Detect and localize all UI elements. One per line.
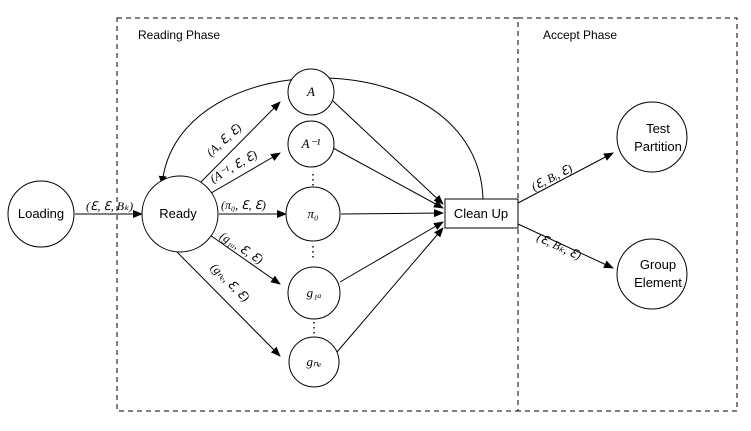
node-g1a-label: g₁ₐ xyxy=(307,285,322,300)
edge-ready-a xyxy=(197,101,281,186)
edge-a-cleanup xyxy=(332,100,444,205)
node-loading xyxy=(7,180,75,248)
node-ready xyxy=(141,175,219,253)
edge-cleanup-test-partition xyxy=(517,152,614,204)
node-g1a xyxy=(287,266,341,320)
edge-pi0-cleanup xyxy=(340,209,444,218)
node-a xyxy=(287,68,335,116)
edge-ready-g1a xyxy=(206,232,281,285)
node-test-partition xyxy=(616,101,688,173)
node-a-inverse-label: A⁻¹ xyxy=(301,136,321,151)
node-loading-label: Loading xyxy=(18,206,64,221)
node-a-inverse xyxy=(287,120,335,168)
node-a-label: A xyxy=(306,84,315,99)
node-gne xyxy=(288,336,340,388)
edge-gne-cleanup xyxy=(336,227,444,353)
node-clean-up-label: Clean Up xyxy=(454,206,508,221)
edge-g1a-cleanup xyxy=(339,221,444,283)
node-test-partition-label-line1: Test xyxy=(646,121,670,136)
edge-label-ready-pi0: (π₀, ℇ, ℇ) xyxy=(221,198,266,212)
accept-phase-label: Accept Phase xyxy=(543,28,617,42)
node-group-element-label-line2: Element xyxy=(634,275,682,290)
edge-a-inverse-cleanup xyxy=(332,147,444,209)
node-group-element-label-line1: Group xyxy=(640,257,676,272)
edge-label-ready-g1a: (g₁ₐ, ℇ, ℇ) xyxy=(217,229,265,267)
ellipsis-3: ⋮ xyxy=(307,321,321,336)
node-gne-label: gₙₑ xyxy=(306,354,321,369)
accept-phase-box xyxy=(517,17,738,412)
node-group-element xyxy=(616,238,688,310)
ellipsis-1: ⋮ xyxy=(306,173,320,188)
edge-label-cleanup-test-partition: (ℇ, Bᵢ, ℇ) xyxy=(529,161,575,193)
reading-phase-label: Reading Phase xyxy=(138,28,220,42)
node-ready-label: Ready xyxy=(159,206,197,221)
node-clean-up xyxy=(444,198,519,229)
node-pi0 xyxy=(285,186,341,242)
ellipsis-2: ⋮ xyxy=(306,245,320,260)
edge-ready-gne xyxy=(175,250,281,357)
edge-label-cleanup-group-element: (ℇ, Bₖ, ℇ) xyxy=(535,230,584,263)
edge-label-ready-gne: (gₙₑ, ℇ, ℇ) xyxy=(208,260,252,304)
edge-ready-a-inverse xyxy=(205,152,281,197)
node-test-partition-label-line2: Partition xyxy=(634,139,682,154)
edge-label-loading-ready: (ℇ, ℇ, Bₖ) xyxy=(86,199,133,213)
edge-cleanup-group-element xyxy=(517,223,614,269)
node-pi0-label: π₀ xyxy=(307,206,318,221)
edge-label-ready-a: (A, ℇ, ℇ) xyxy=(204,121,245,160)
